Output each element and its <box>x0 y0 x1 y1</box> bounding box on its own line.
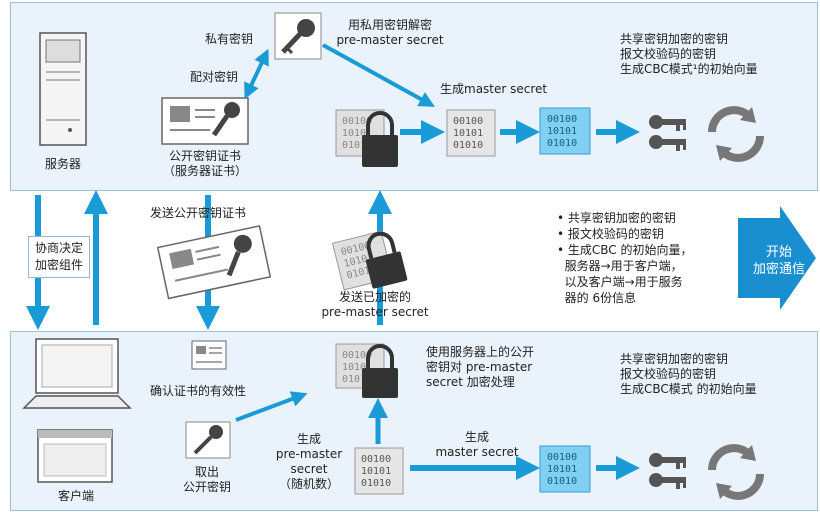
svg-text:01010: 01010 <box>342 140 372 151</box>
certificate-in-transit-icon <box>156 225 272 300</box>
svg-text:10101: 10101 <box>547 464 577 475</box>
encrypt-premaster-label: 使用服务器上的公开 密钥对 pre-master secret 加密处理 <box>426 345 535 389</box>
verify-certificate-label: 确认证书的有效性 <box>150 384 247 398</box>
premaster-binary-server: 00100 10101 01010 <box>446 109 496 157</box>
laptop-icon <box>22 338 132 409</box>
master-secret-server: 00100 10101 01010 <box>539 107 591 155</box>
svg-text:01010: 01010 <box>361 478 391 489</box>
arrow-keypair <box>244 48 269 100</box>
refresh-icon-client <box>708 444 764 500</box>
public-key-icon <box>185 421 231 459</box>
certificate-label: 公开密钥证书 （服务器证书） <box>162 149 247 178</box>
start-arrow-shape <box>738 206 816 310</box>
encrypted-premaster-in-transit: 00100 10101 01010 <box>331 230 408 291</box>
svg-text:00100: 00100 <box>453 116 483 127</box>
encrypted-premaster-server: 00100 10101 01010 <box>335 109 398 167</box>
svg-text:00100: 00100 <box>547 452 577 463</box>
svg-text:10101: 10101 <box>547 126 577 137</box>
svg-text:01010: 01010 <box>547 138 577 149</box>
svg-text:01010: 01010 <box>342 374 372 385</box>
extract-public-key-label: 取出 公开密钥 <box>182 465 231 494</box>
decrypt-premaster-label: 用私用密钥解密 pre-master secret <box>336 18 444 47</box>
svg-text:00100: 00100 <box>342 350 372 361</box>
svg-text:10101: 10101 <box>342 128 372 139</box>
svg-text:10101: 10101 <box>342 362 372 373</box>
svg-text:00100: 00100 <box>342 116 372 127</box>
negotiate-cipher-label: 协商决定 加密组件 <box>28 236 91 278</box>
certificate-small-icon <box>191 340 227 370</box>
derived-keys-icon-client <box>649 453 686 489</box>
master-secret-client: 00100 10101 01010 <box>539 445 591 493</box>
private-key-label: 私有密钥 <box>205 32 254 46</box>
generate-master-label-client: 生成 master secret <box>435 430 519 459</box>
send-certificate-label: 发送公开密钥证书 <box>150 206 247 220</box>
client-window-icon <box>37 429 113 483</box>
key-pair-label: 配对密钥 <box>190 70 239 84</box>
certificate-icon <box>161 97 249 145</box>
encrypted-premaster-client: 00100 10101 01010 <box>335 343 398 398</box>
client-label: 客户端 <box>57 489 94 503</box>
start-encryption-label: 开始 加密通信 <box>752 245 805 277</box>
svg-text:01010: 01010 <box>453 140 483 151</box>
derived-keys-icon-server <box>649 115 686 151</box>
private-key-icon <box>274 12 322 60</box>
generate-master-label-server: 生成master secret <box>440 82 548 96</box>
svg-text:10101: 10101 <box>361 466 391 477</box>
svg-text:10101: 10101 <box>453 128 483 139</box>
send-premaster-label: 发送已加密的 pre-master secret <box>321 290 429 319</box>
svg-text:01010: 01010 <box>547 476 577 487</box>
derived-info-bullets: • 共享密钥加密的密钥 • 报文校验码的密钥 • 生成CBC 的初始向量， 服务… <box>557 211 693 305</box>
arrow-decrypt <box>322 43 436 107</box>
refresh-icon-server <box>708 106 764 162</box>
derived-notes-client: 共享密钥加密的密钥 报文校验码的密钥 生成CBC模式 的初始向量 <box>620 352 757 396</box>
derived-notes-server: 共享密钥加密的密钥 报文校验码的密钥 生成CBC模式¹的初始向量 <box>620 32 758 76</box>
server-label: 服务器 <box>44 157 81 171</box>
generate-premaster-label: 生成 pre-master secret （随机数） <box>275 432 343 491</box>
server-icon <box>39 32 87 146</box>
svg-text:00100: 00100 <box>361 454 391 465</box>
svg-text:00100: 00100 <box>547 114 577 125</box>
arrow-extract-to-premaster <box>235 391 308 422</box>
premaster-binary-client: 00100 10101 01010 <box>354 447 404 495</box>
